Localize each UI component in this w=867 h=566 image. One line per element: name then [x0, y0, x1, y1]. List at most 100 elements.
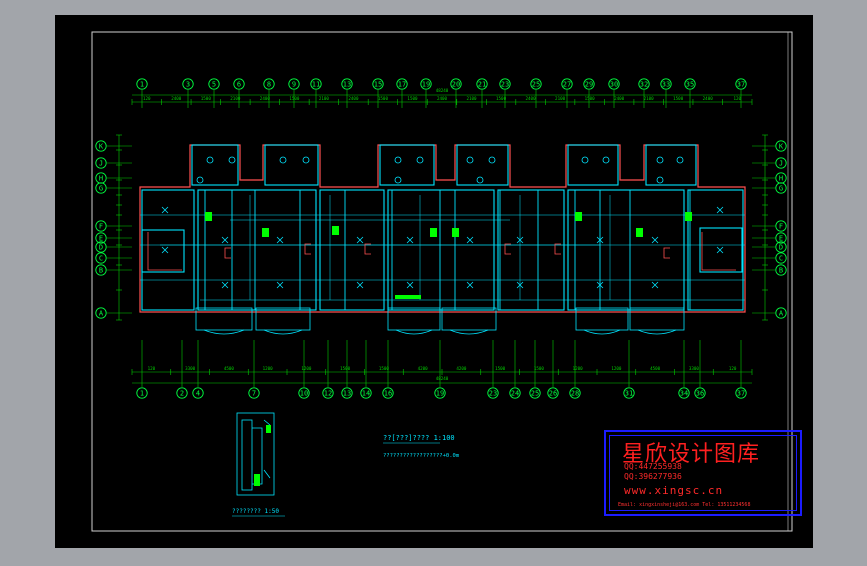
bottom-axis-1: 1 [136, 387, 148, 399]
top-axis-27: 27 [561, 78, 573, 90]
axis-label: 9 [292, 81, 296, 89]
top-axis-5: 5 [208, 78, 220, 90]
axis-label: 30 [610, 81, 618, 89]
left-wing-outline [147, 232, 182, 271]
distribution-panel [452, 228, 459, 237]
bottom-dim-label: 120 [148, 366, 156, 371]
axis-label: J [99, 160, 103, 168]
lamp-symbol [476, 176, 484, 184]
top-dim-label: 2400 [614, 96, 625, 101]
lamp-symbol [394, 156, 402, 164]
axis-label: F [779, 223, 783, 231]
bottom-axis-26: 26 [547, 387, 559, 399]
bottom-dim-label: 1200 [573, 366, 584, 371]
axis-label: 35 [686, 81, 694, 89]
model-space [55, 15, 813, 548]
plan-title: ??[???]???? 1:100 [383, 434, 455, 442]
axis-label: 29 [585, 81, 593, 89]
axis-bubble [775, 220, 787, 232]
top-dim-label: 2400 [703, 96, 714, 101]
axis-label: 20 [452, 81, 460, 89]
lamp-symbol [279, 156, 287, 164]
left-wing-room [141, 229, 185, 273]
bottom-dim-label: 1500 [495, 366, 506, 371]
watermark-inner-border [609, 435, 797, 511]
balcony-arc [395, 329, 433, 335]
top-axis-35: 35 [684, 78, 696, 90]
axis-label: 10 [300, 390, 308, 398]
right-wing-outline [701, 232, 736, 271]
bottom-axis-13: 13 [341, 387, 353, 399]
top-axis-15: 15 [372, 78, 384, 90]
axis-bubble [775, 307, 787, 319]
axis-label: 23 [489, 390, 497, 398]
ceiling-light-mark [716, 206, 724, 214]
right-axis-A: A [775, 307, 787, 319]
top-dim-label: 1500 [496, 96, 507, 101]
ceiling-light-mark [406, 281, 414, 289]
bottom-dim-label: 4500 [650, 366, 661, 371]
ceiling-light-mark [406, 236, 414, 244]
axis-bubble [192, 387, 204, 399]
axis-bubble [638, 78, 650, 90]
axis-label: 37 [737, 390, 745, 398]
bottom-dim-label: 1200 [263, 366, 274, 371]
axis-label: 23 [501, 81, 509, 89]
lamp-symbol [602, 156, 610, 164]
bottom-axis-37: 37 [735, 387, 747, 399]
left-axis-J: J [95, 157, 107, 169]
core-room-3 [379, 144, 435, 186]
axis-bubble [95, 157, 107, 169]
axis-label: 2 [180, 390, 184, 398]
axis-bubble [182, 78, 194, 90]
bottom-axis-4: 4 [192, 387, 204, 399]
stair-detail [236, 412, 275, 496]
top-axis-9: 9 [288, 78, 300, 90]
ceiling-light-mark [161, 246, 169, 254]
axis-label: 37 [737, 81, 745, 89]
top-axis-23: 23 [499, 78, 511, 90]
top-axis-29: 29 [583, 78, 595, 90]
unit-block-2 [197, 189, 317, 311]
axis-label: 6 [237, 81, 241, 89]
bottom-axis-23: 23 [487, 387, 499, 399]
axis-bubble [529, 387, 541, 399]
axis-label: D [99, 244, 103, 252]
top-axis-32: 32 [638, 78, 650, 90]
right-axis-E: E [775, 232, 787, 244]
distribution-panel [430, 228, 437, 237]
door-bracket [304, 243, 311, 255]
axis-bubble [136, 78, 148, 90]
axis-label: 25 [531, 390, 539, 398]
top-dim-label: 2400 [348, 96, 359, 101]
axis-bubble [322, 387, 334, 399]
axis-bubble [775, 252, 787, 264]
axis-bubble [450, 78, 462, 90]
ceiling-light-mark [596, 281, 604, 289]
axis-bubble [341, 387, 353, 399]
left-axis-B: B [95, 264, 107, 276]
axis-bubble [775, 241, 787, 253]
axis-bubble [583, 78, 595, 90]
core-room-2 [264, 144, 319, 186]
door-bracket [663, 247, 670, 259]
axis-label: K [99, 143, 104, 151]
top-axis-8: 8 [263, 78, 275, 90]
balcony-5 [575, 307, 629, 331]
axis-bubble [499, 78, 511, 90]
axis-label: 25 [532, 81, 540, 89]
axis-label: 8 [267, 81, 271, 89]
top-total-label: 48240 [436, 88, 449, 93]
axis-label: 34 [680, 390, 688, 398]
axis-bubble [95, 307, 107, 319]
door-bracket [224, 247, 231, 259]
axis-bubble [487, 387, 499, 399]
distribution-panel [636, 228, 643, 237]
axis-label: J [779, 160, 783, 168]
watermark-qq-2: QQ:396277936 [624, 472, 682, 481]
bottom-dim-label: 1500 [379, 366, 390, 371]
lamp-symbol [416, 156, 424, 164]
axis-bubble [95, 252, 107, 264]
lamp-symbol [656, 156, 664, 164]
